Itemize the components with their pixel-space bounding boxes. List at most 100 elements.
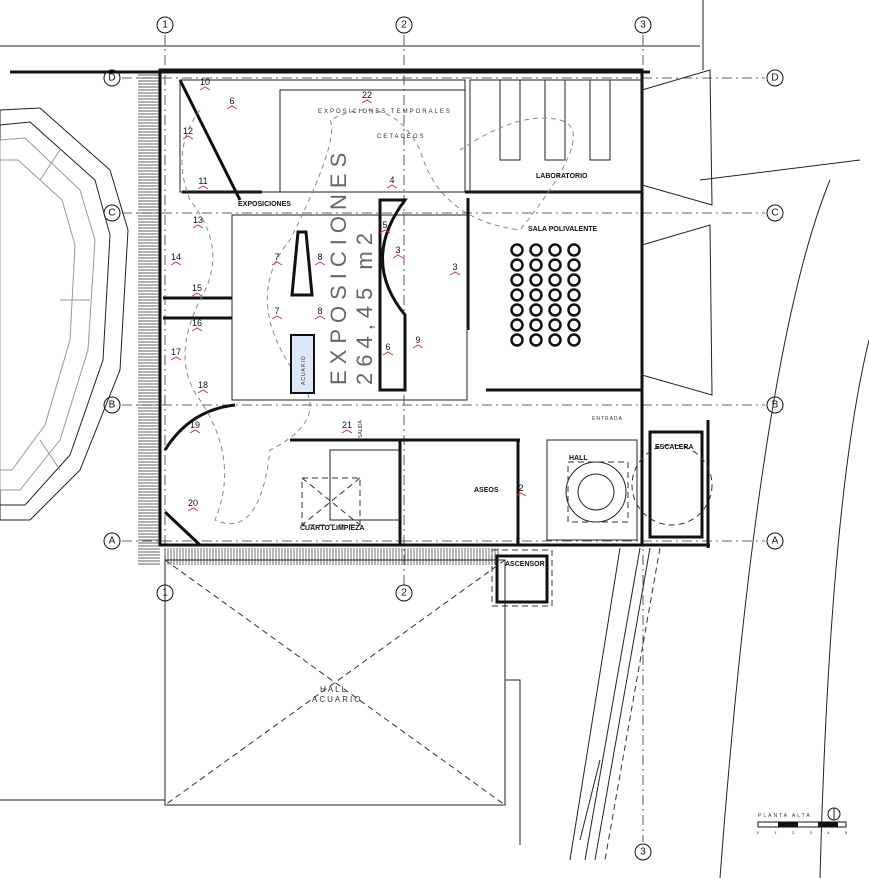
seat bbox=[510, 303, 524, 317]
section-marker: 4 bbox=[386, 175, 398, 189]
label-ascensor: ASCENSOR bbox=[505, 561, 545, 568]
hall-acuario-area bbox=[0, 559, 521, 845]
seat bbox=[567, 303, 581, 317]
svg-text:1: 1 bbox=[162, 20, 168, 31]
section-marker: 16 bbox=[191, 318, 203, 332]
section-marker: 14 bbox=[170, 252, 182, 266]
marker-number: 16 bbox=[192, 318, 202, 328]
label-exposiciones: EXPOSICIONES bbox=[238, 201, 291, 208]
section-marker: 5 bbox=[379, 220, 391, 234]
label-hall-acuario-1: HALL bbox=[320, 685, 348, 694]
marker-number: 13 bbox=[193, 215, 203, 225]
visitor-route bbox=[181, 109, 574, 525]
section-marker: 7 bbox=[271, 306, 283, 320]
marker-number: 15 bbox=[192, 283, 202, 293]
section-marker: 19 bbox=[189, 420, 201, 434]
marker-number: 6 bbox=[385, 342, 390, 352]
section-marker: 7 bbox=[271, 252, 283, 266]
scale-tick-label: 0 bbox=[757, 830, 760, 835]
seat bbox=[529, 318, 543, 332]
section-marker: 12 bbox=[182, 126, 194, 140]
svg-text:D: D bbox=[108, 73, 115, 84]
svg-text:3: 3 bbox=[640, 847, 646, 858]
seat bbox=[567, 243, 581, 257]
scale-tick-label: 5 bbox=[845, 830, 848, 835]
seating bbox=[510, 243, 581, 347]
label-entrada: ENTRADA bbox=[592, 416, 623, 422]
seat bbox=[510, 243, 524, 257]
grid-lines bbox=[0, 0, 765, 842]
pool-octagon bbox=[0, 107, 129, 521]
seat bbox=[548, 243, 562, 257]
exterior-ramps bbox=[569, 69, 869, 878]
marker-number: 8 bbox=[317, 306, 322, 316]
seat bbox=[510, 273, 524, 287]
marker-number: 22 bbox=[362, 90, 372, 100]
scale-tick-label: 4 bbox=[827, 830, 830, 835]
label-acuario: ACUARIO bbox=[301, 355, 307, 385]
section-marker: 6 bbox=[226, 96, 238, 110]
seat bbox=[567, 273, 581, 287]
seat bbox=[567, 333, 581, 347]
marker-number: 12 bbox=[183, 126, 193, 136]
seat bbox=[548, 303, 562, 317]
svg-text:A: A bbox=[772, 536, 779, 547]
marker-number: 7 bbox=[274, 306, 279, 316]
label-cuarto-limpieza: CUARTO LIMPIEZA bbox=[300, 525, 364, 532]
seat bbox=[510, 288, 524, 302]
grid-bubble-d-left: D bbox=[103, 69, 121, 87]
section-marker: 3 bbox=[449, 262, 461, 276]
marker-number: 14 bbox=[171, 252, 181, 262]
svg-text:C: C bbox=[771, 208, 778, 219]
grid-bubble-1-top: 1 bbox=[156, 16, 174, 34]
label-sala-polivalente: SALA POLIVALENTE bbox=[528, 226, 598, 233]
marker-number: 11 bbox=[198, 176, 207, 186]
section-marker: 18 bbox=[197, 380, 209, 394]
grid-bubble-2-bottom: 2 bbox=[395, 584, 413, 602]
label-escalera: ESCALERA bbox=[655, 444, 694, 451]
seat bbox=[529, 303, 543, 317]
marker-number: 10 bbox=[200, 77, 210, 87]
seat bbox=[529, 273, 543, 287]
svg-text:2: 2 bbox=[401, 588, 407, 599]
label-cetaceos: CETACEOS bbox=[377, 134, 426, 140]
seat bbox=[548, 318, 562, 332]
label-hall-acuario-2: ACUARIO bbox=[312, 695, 362, 704]
section-marker: 20 bbox=[187, 498, 199, 512]
aquarium-tank bbox=[290, 334, 315, 394]
label-aseos: ASEOS bbox=[474, 487, 499, 494]
marker-number: 4 bbox=[389, 175, 394, 185]
section-marker: 6 bbox=[382, 342, 394, 356]
section-marker: 3 bbox=[392, 245, 404, 259]
seat bbox=[510, 318, 524, 332]
service-rooms bbox=[301, 430, 713, 607]
grid-bubble-3-top: 3 bbox=[634, 16, 652, 34]
grid-bubble-2-top: 2 bbox=[395, 16, 413, 34]
scale-tick-label: 2 bbox=[792, 830, 795, 835]
marker-number: 3 bbox=[452, 262, 457, 272]
label-salida: SALIDA bbox=[358, 420, 364, 438]
label-exposiciones-area: 264,45 m2 bbox=[352, 227, 377, 385]
seat bbox=[567, 288, 581, 302]
seat bbox=[567, 258, 581, 272]
label-exposiciones-temporales: EXPOSICIONES TEMPORALES bbox=[318, 109, 452, 115]
grid-bubble-b-right: B bbox=[766, 396, 784, 414]
grid-bubble-c-left: C bbox=[103, 204, 121, 222]
svg-text:C: C bbox=[108, 208, 115, 219]
marker-number: 17 bbox=[171, 347, 181, 357]
section-marker: 10 bbox=[199, 77, 211, 91]
section-marker: 21 bbox=[341, 420, 353, 434]
svg-text:3: 3 bbox=[640, 20, 646, 31]
seat bbox=[510, 258, 524, 272]
marker-number: 20 bbox=[188, 498, 198, 508]
svg-text:B: B bbox=[109, 400, 116, 411]
seat bbox=[529, 288, 543, 302]
section-marker: 22 bbox=[361, 90, 373, 104]
facade-hatch bbox=[138, 71, 499, 565]
marker-number: 18 bbox=[198, 380, 208, 390]
marker-number: 8 bbox=[317, 252, 322, 262]
marker-number: 2 bbox=[518, 483, 523, 493]
